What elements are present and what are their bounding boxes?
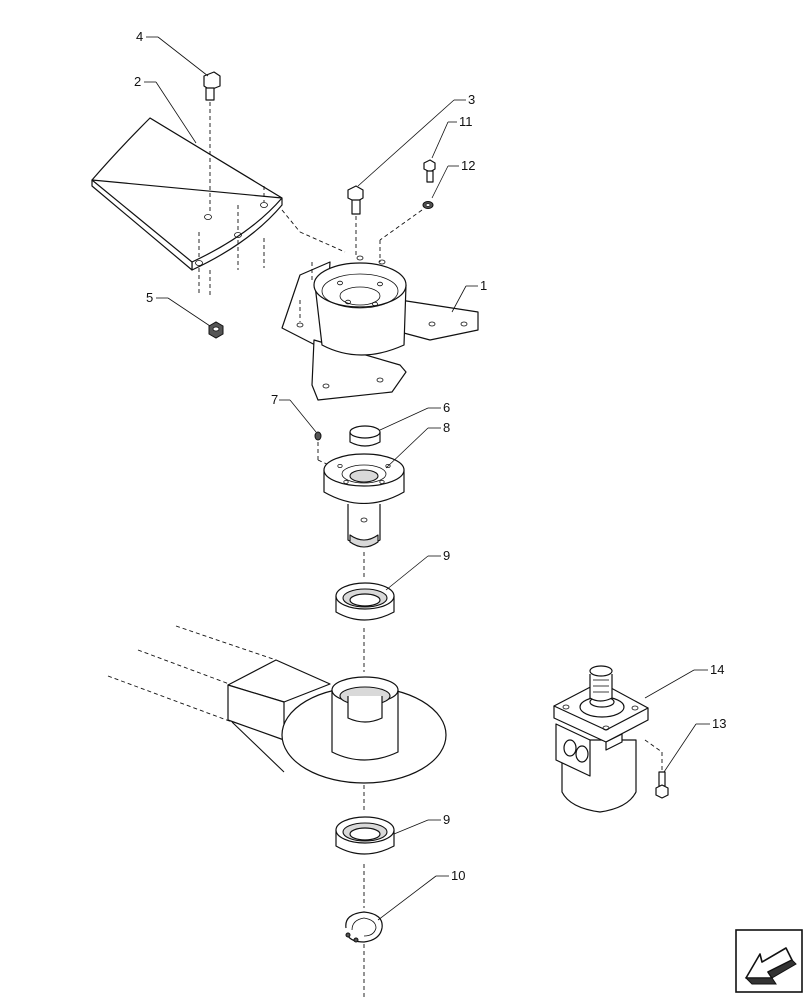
- callout-11: 11: [459, 114, 473, 129]
- callout-14: 14: [710, 662, 724, 677]
- housing-part: [281, 255, 479, 401]
- callout-6: 6: [443, 400, 450, 415]
- cutter-disc-part: [281, 676, 447, 812]
- callout-9-lower: 9: [443, 812, 450, 827]
- callout-4: 4: [136, 29, 143, 44]
- bolt-11-part: [423, 159, 436, 183]
- callout-9-upper: 9: [443, 548, 450, 563]
- cutter-bar-part: [107, 625, 331, 773]
- bolt-3-part: [347, 185, 364, 255]
- callout-5: 5: [146, 290, 153, 305]
- hub-8-part: [323, 453, 405, 578]
- circlip-10-part: [345, 911, 383, 1000]
- shield-plate-part: [91, 117, 346, 298]
- bearing-9-lower-part: [335, 816, 395, 908]
- callout-8: 8: [443, 420, 450, 435]
- bolt-13-part: [655, 771, 669, 799]
- cap-6-part: [349, 425, 381, 447]
- callout-10: 10: [451, 868, 465, 883]
- callout-labels: 4 2 3 11 12 1 5 7 6 8 9 9 10 14 13: [134, 29, 726, 883]
- callout-12: 12: [461, 158, 475, 173]
- nut-5-part: [208, 321, 224, 339]
- bearing-9-upper-part: [335, 582, 395, 672]
- grease-nipple-7-part: [314, 431, 341, 471]
- callout-13: 13: [712, 716, 726, 731]
- bolt-4-part: [203, 71, 221, 213]
- washer-12-part: [379, 201, 434, 262]
- leader-lines: [144, 36, 710, 921]
- hydraulic-motor-part: [553, 665, 663, 813]
- callout-3: 3: [468, 92, 475, 107]
- back-arrow-icon[interactable]: [735, 929, 803, 993]
- callout-7: 7: [271, 392, 278, 407]
- callout-1: 1: [480, 278, 487, 293]
- callout-2: 2: [134, 74, 141, 89]
